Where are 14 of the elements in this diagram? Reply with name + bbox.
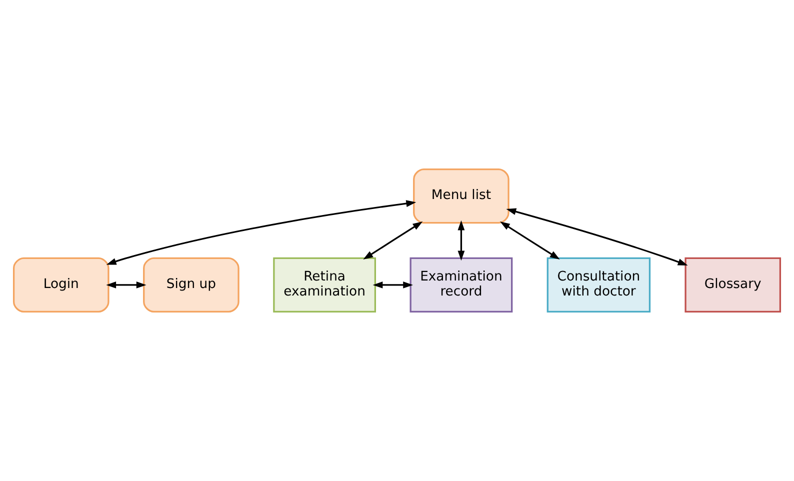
node-box: Retina examination (273, 257, 376, 313)
arrow (500, 221, 560, 260)
arrow (506, 208, 688, 266)
node-box: Consultation with doctor (546, 257, 651, 313)
arrow (363, 221, 423, 260)
arrow (106, 200, 416, 265)
arrow (106, 282, 146, 288)
node-box: Sign up (143, 257, 240, 313)
node-box: Examination record (410, 257, 513, 313)
node-box: Menu list (413, 168, 510, 224)
arrow (372, 282, 413, 288)
arrow (458, 220, 465, 261)
node-box: Login (12, 257, 110, 313)
node-box: Glossary (684, 257, 782, 313)
